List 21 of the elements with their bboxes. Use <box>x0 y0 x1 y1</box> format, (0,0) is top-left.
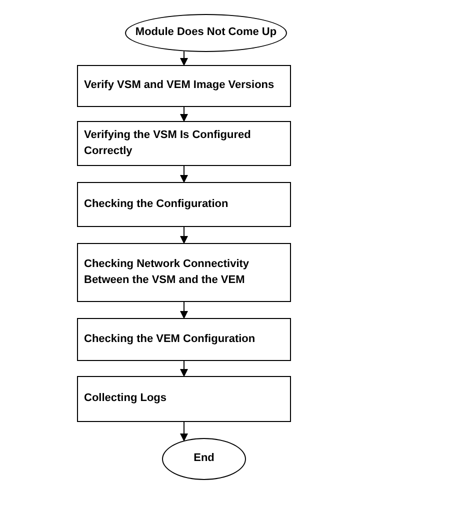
process-box <box>77 65 291 107</box>
arrow <box>180 422 188 442</box>
arrow <box>180 166 188 183</box>
node-text: Verify VSM and VEM Image Versions <box>84 78 274 94</box>
arrow <box>180 226 188 244</box>
process-box <box>77 376 291 422</box>
node-text: End <box>194 451 214 466</box>
process-box <box>77 318 291 361</box>
arrow <box>180 360 188 377</box>
process-box <box>77 243 291 302</box>
node-text: Checking Network Connectivity Between the VSM and the VEM <box>84 256 250 288</box>
node-text: Module Does Not Come Up <box>135 25 277 40</box>
node-text: Collecting Logs <box>84 391 166 406</box>
process-box <box>77 121 291 166</box>
arrow <box>180 106 188 122</box>
node-text: Checking the VEM Configuration <box>84 332 256 347</box>
arrow <box>180 50 188 66</box>
node-text: Verifying the VSM Is Configured Correctly <box>84 128 252 158</box>
arrow <box>180 302 188 319</box>
node-text: Checking the Configuration <box>84 196 228 212</box>
process-box <box>77 182 291 227</box>
